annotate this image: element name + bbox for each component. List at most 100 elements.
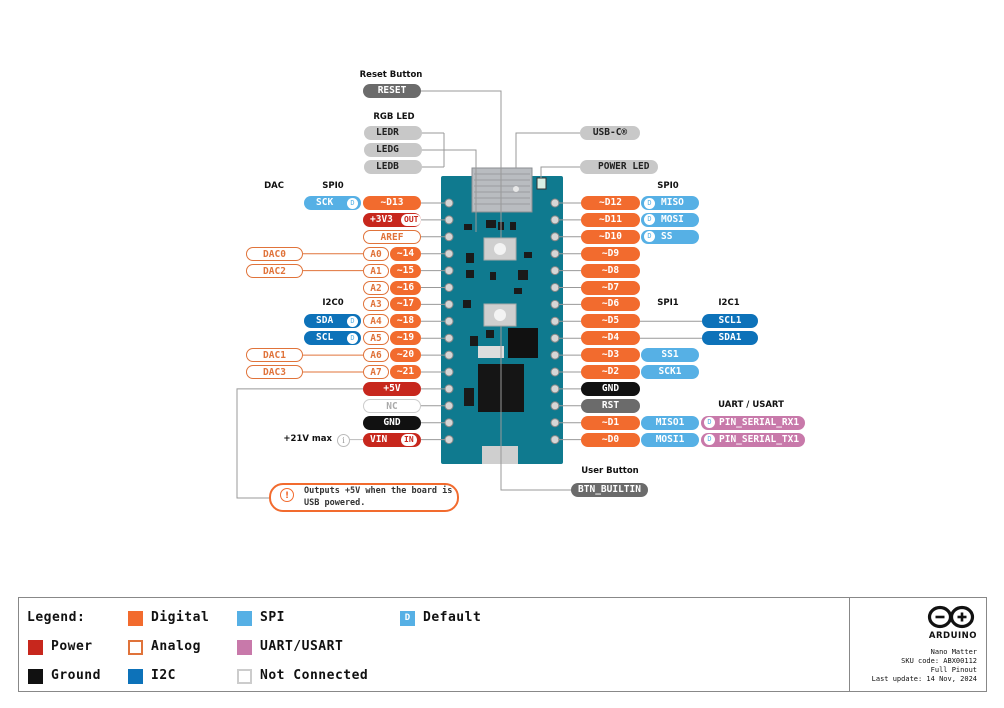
legend-swatch-digital xyxy=(128,611,143,626)
right-pin-hole xyxy=(550,266,560,276)
smd-component xyxy=(470,336,478,346)
left-pin-aref-text: AREF xyxy=(380,231,404,243)
right-extra-mosi1-text: MOSI1 xyxy=(655,433,685,445)
last-update: Last update: 14 Nov, 2024 xyxy=(871,675,977,683)
left-pin-a1-digital: ~15 xyxy=(390,263,421,278)
left-pin-a7-analog: A7 xyxy=(363,365,389,379)
left-pin-gnd-text: GND xyxy=(383,416,401,428)
right-extra-miso: MISO xyxy=(641,196,699,210)
usb-c-dot xyxy=(513,186,519,192)
legend-swatch-default: D xyxy=(400,611,415,626)
ledr-pill-text: LEDR xyxy=(376,127,399,138)
btn-builtin-pill-text: BTN_BUILTIN xyxy=(578,484,641,495)
right-extra-ss-text: SS xyxy=(661,230,673,242)
usb-c-connector xyxy=(471,167,533,213)
right-extra-ss: SS xyxy=(641,229,699,244)
left-extra-scl-default-icon: D xyxy=(347,332,358,344)
left-pin-a1-analog-text: A1 xyxy=(370,265,382,277)
pinout-svg xyxy=(236,90,702,499)
legend-swatch-spi xyxy=(237,611,252,626)
left-pin-d13: ~D13 xyxy=(363,196,421,210)
left-extra-dac0: DAC0 xyxy=(246,246,303,261)
legend-label-digital: Digital xyxy=(151,610,210,625)
right-extra-sda1: SDA1 xyxy=(702,331,758,346)
right-pin-d2: ~D2 xyxy=(581,365,640,379)
left-extra-dac3: DAC3 xyxy=(246,365,303,379)
left-pin-a2-digital: ~16 xyxy=(390,280,421,295)
left-pin-d13-text: ~D13 xyxy=(380,197,404,208)
left-pin-a2-digital-text: ~16 xyxy=(396,281,415,293)
smd-component xyxy=(486,220,496,228)
left-pin-5v-text: +5V xyxy=(383,382,401,394)
left-extra-dac3-text: DAC3 xyxy=(263,367,286,378)
power-led-pill: POWER LED xyxy=(580,160,658,174)
smd-component xyxy=(490,272,496,280)
right-pin-d2-text: ~D2 xyxy=(601,366,620,377)
reset-button-title: Reset Button xyxy=(359,70,423,80)
left-extra-sda: SDA xyxy=(304,314,361,329)
right-extra-ss1: SS1 xyxy=(641,348,699,363)
legend-swatch-i2c xyxy=(128,669,143,684)
rgb-led-title: RGB LED xyxy=(373,112,415,122)
right-pin-d6-text: ~D6 xyxy=(601,298,620,310)
right-pin-hole xyxy=(550,350,560,360)
smd-component xyxy=(518,270,528,280)
smd-component xyxy=(464,224,472,230)
ledr-pill: LEDR xyxy=(364,126,422,140)
product-name: Nano Matter xyxy=(930,648,977,656)
left-pin-a0-analog: A0 xyxy=(363,246,389,261)
left-pin-vin-tag: IN xyxy=(401,433,417,446)
right-pin-d5-text: ~D5 xyxy=(601,315,620,327)
spi0-left-title: SPI0 xyxy=(322,181,344,191)
mcu-chip xyxy=(508,328,538,358)
left-pin-a6-digital: ~20 xyxy=(390,348,421,363)
right-extra-pinserialrx1-text: PIN_SERIAL_RX1 xyxy=(719,416,800,428)
i2c1-title: I2C1 xyxy=(718,298,740,308)
pinout-type: Full Pinout xyxy=(930,666,977,674)
legend-label-uart: UART/USART xyxy=(260,639,344,654)
right-pin-hole xyxy=(550,232,560,242)
right-pin-d5: ~D5 xyxy=(581,314,640,329)
right-extra-pinserialrx1: PIN_SERIAL_RX1 xyxy=(701,415,805,430)
right-extra-sck1-text: SCK1 xyxy=(658,366,682,377)
left-pin-a5-analog-text: A5 xyxy=(370,333,382,345)
right-pin-gnd: GND xyxy=(581,381,640,396)
left-pin-a4-digital-text: ~18 xyxy=(396,315,415,327)
shield-pad xyxy=(478,346,504,358)
brand-name: ARDUINO xyxy=(928,631,977,641)
right-pin-d12-text: ~D12 xyxy=(599,197,622,208)
right-pin-hole xyxy=(550,401,560,411)
reset-pill: RESET xyxy=(363,84,421,98)
ledg-pill: LEDG xyxy=(364,143,422,157)
left-pin-hole xyxy=(444,401,454,411)
power-led-pill-text: POWER LED xyxy=(598,161,650,172)
right-pin-d11: ~D11 xyxy=(581,212,640,227)
left-pin-a2-analog-text: A2 xyxy=(370,282,382,294)
legend-swatch-uart xyxy=(237,640,252,655)
left-pin-vin-text: VIN xyxy=(370,433,388,445)
info-icon: i xyxy=(337,433,350,447)
left-pin-a7-digital-text: ~21 xyxy=(396,366,415,377)
usb-power-note xyxy=(269,483,459,512)
smd-component xyxy=(510,222,516,230)
left-pin-a0-digital: ~14 xyxy=(390,246,421,261)
right-pin-hole xyxy=(550,333,560,343)
spi0-right-title: SPI0 xyxy=(657,181,679,191)
legend-label-power: Power xyxy=(51,639,93,654)
left-pin-aref: AREF xyxy=(363,229,421,244)
right-pin-d7: ~D7 xyxy=(581,280,640,295)
left-pin-hole xyxy=(444,198,454,208)
left-extra-scl: SCL xyxy=(304,331,361,346)
left-pin-a4-analog-text: A4 xyxy=(370,316,382,328)
right-extra-miso1: MISO1 xyxy=(641,415,699,430)
right-pin-d8: ~D8 xyxy=(581,263,640,278)
left-pin-a6-analog: A6 xyxy=(363,348,389,363)
legend-swatch-nc xyxy=(237,669,252,684)
left-pin-a4-analog: A4 xyxy=(363,314,389,329)
right-pin-hole xyxy=(550,283,560,292)
left-extra-sda-default-icon: D xyxy=(347,315,358,327)
right-pin-hole xyxy=(550,418,560,428)
left-pin-hole xyxy=(444,418,454,428)
reset-button-cap xyxy=(494,243,506,255)
